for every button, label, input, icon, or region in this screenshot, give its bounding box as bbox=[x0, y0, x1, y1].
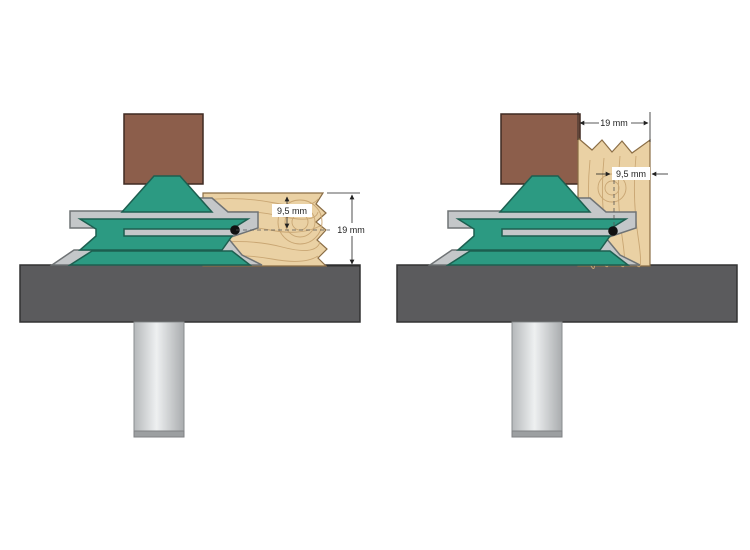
bit-shank bbox=[511, 321, 563, 436]
diagram-right: 19 mm 9,5 mm bbox=[396, 112, 738, 438]
bearing-dot-icon bbox=[608, 226, 618, 236]
cutter-carbide-middle bbox=[455, 218, 629, 251]
bearing-dot-icon bbox=[230, 225, 240, 235]
shank-end bbox=[511, 430, 563, 438]
fence bbox=[123, 113, 204, 185]
thickness-label: 19 mm bbox=[600, 118, 628, 128]
router-table bbox=[19, 264, 361, 323]
cutter-carbide-middle bbox=[77, 218, 251, 251]
thickness-label-box bbox=[338, 223, 366, 236]
cutter-carbide-lower bbox=[445, 250, 631, 266]
diagram-left: 9,5 mm 19 mm bbox=[19, 113, 366, 438]
offset-label-box bbox=[272, 204, 312, 217]
offset-label-box bbox=[612, 167, 650, 180]
cutter-carbide-lower bbox=[67, 250, 253, 266]
thickness-label: 19 mm bbox=[337, 225, 365, 235]
router-table bbox=[396, 264, 738, 323]
shank-end bbox=[133, 430, 185, 438]
bit-shank bbox=[133, 321, 185, 436]
fence bbox=[500, 113, 581, 185]
offset-label: 9,5 mm bbox=[616, 169, 646, 179]
cutter-carbide-upper bbox=[498, 175, 592, 213]
offset-label: 9,5 mm bbox=[277, 206, 307, 216]
thickness-label-box bbox=[599, 117, 631, 129]
cutter-carbide-upper bbox=[120, 175, 214, 213]
